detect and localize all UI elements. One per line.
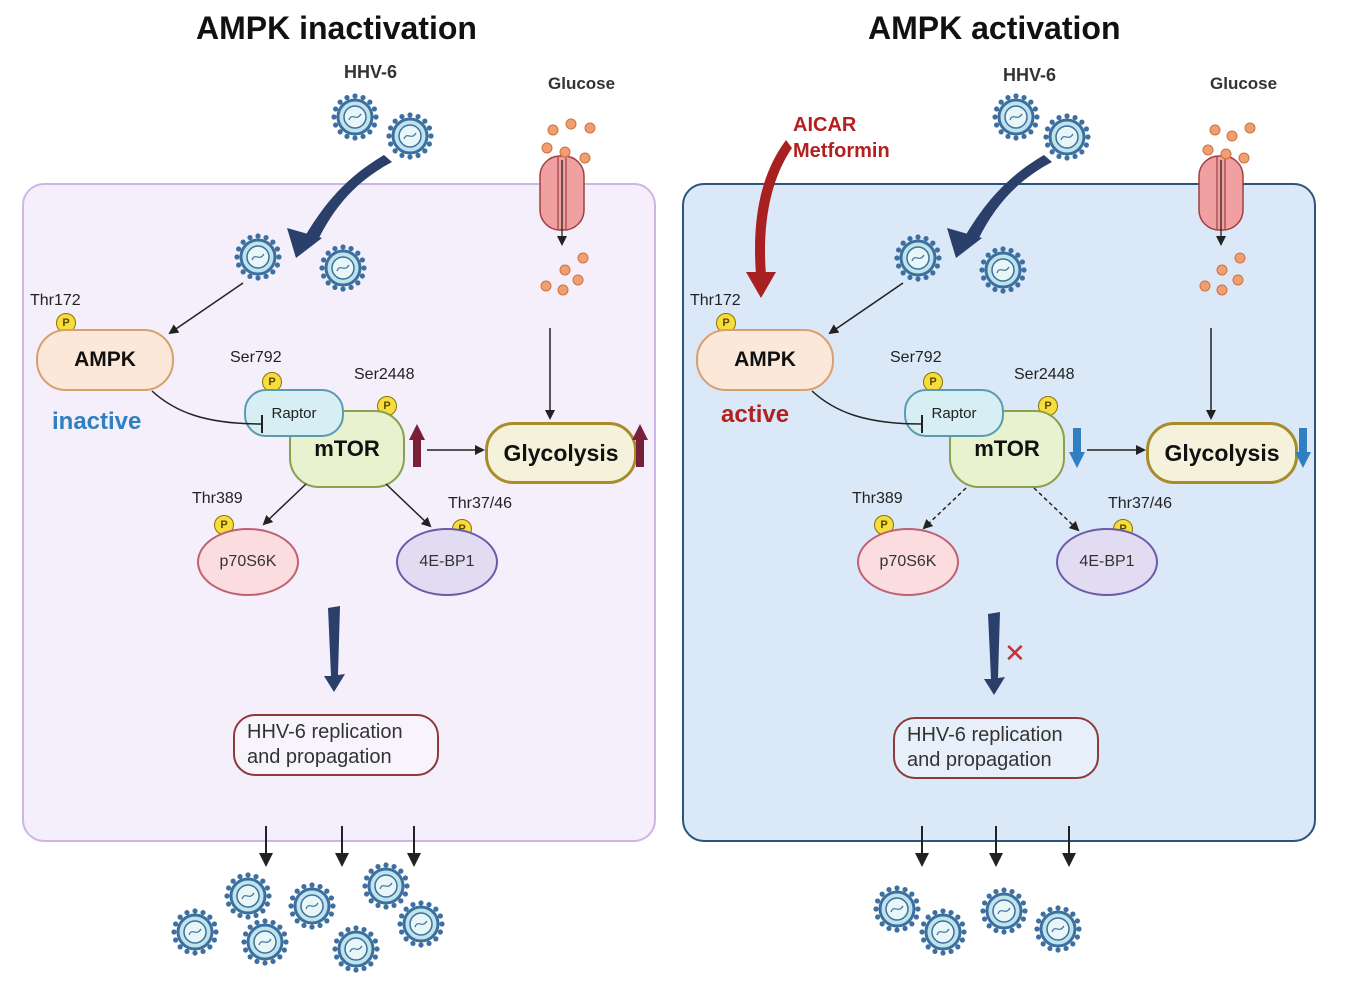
virus-icon bbox=[386, 112, 434, 160]
replication-box: HHV-6 replication and propagation bbox=[233, 714, 439, 776]
ser792-label-right: Ser792 bbox=[890, 349, 942, 366]
thr37-46-label: Thr37/46 bbox=[448, 495, 513, 512]
glucose-label-right: Glucose bbox=[1210, 74, 1278, 93]
virus-icon bbox=[362, 862, 410, 910]
virus-icon bbox=[873, 885, 921, 933]
mtor-to-p70s6k-dashed bbox=[922, 487, 967, 530]
virus-icon bbox=[992, 93, 1040, 141]
virus-icon bbox=[1043, 113, 1091, 161]
virus-icon bbox=[171, 908, 219, 956]
ampk-inhibit-mtor bbox=[151, 390, 263, 425]
mtor-up-arrow-shaft bbox=[413, 437, 421, 467]
glucose-label: Glucose bbox=[548, 74, 616, 93]
replication-line-1: HHV-6 replication bbox=[247, 721, 403, 743]
glycolysis-up-arrow-head bbox=[632, 424, 648, 440]
drug-metformin: Metformin bbox=[793, 140, 890, 162]
replication-line-2-right: and propagation bbox=[907, 749, 1052, 771]
ser2448-label-right: Ser2448 bbox=[1014, 366, 1075, 383]
virus-entry-arrow-head-right bbox=[947, 228, 982, 258]
p70s6k-node: p70S6K bbox=[197, 528, 299, 596]
glycolysis-node-right: Glycolysis bbox=[1146, 422, 1298, 484]
virus-icon bbox=[397, 900, 445, 948]
drug-aicar: AICAR bbox=[793, 114, 857, 136]
virus-to-ampk-arrow bbox=[168, 282, 244, 335]
ampk-state-active: active bbox=[721, 401, 790, 428]
ampk-state-inactive: inactive bbox=[52, 408, 142, 435]
virus-icon bbox=[332, 925, 380, 973]
p70s6k-node-right: p70S6K bbox=[857, 528, 959, 596]
ampk-node: AMPK bbox=[36, 329, 174, 391]
replication-down-arrow bbox=[324, 606, 345, 692]
virus-icon bbox=[224, 872, 272, 920]
raptor-node-right: Raptor bbox=[904, 389, 1004, 437]
virus-particles bbox=[171, 93, 1091, 973]
thr37-46-label-right: Thr37/46 bbox=[1108, 495, 1173, 512]
virus-icon bbox=[919, 908, 967, 956]
mtor-down-arrow-shaft bbox=[1073, 428, 1081, 454]
ser2448-label: Ser2448 bbox=[354, 366, 415, 383]
virus-to-ampk-arrow-right bbox=[828, 282, 904, 335]
virus-icon bbox=[331, 93, 379, 141]
mtor-down-arrow-head bbox=[1069, 452, 1085, 468]
virus-icon bbox=[894, 234, 942, 282]
thr172-label-right: Thr172 bbox=[690, 292, 741, 309]
virus-icon bbox=[1034, 905, 1082, 953]
glucose-molecules bbox=[540, 118, 596, 296]
title-activation: AMPK activation bbox=[868, 10, 1121, 46]
virus-icon bbox=[980, 887, 1028, 935]
mtor-up-arrow-head bbox=[409, 424, 425, 440]
thr389-label-right: Thr389 bbox=[852, 490, 903, 507]
raptor-node: Raptor bbox=[244, 389, 344, 437]
hhv6-label: HHV-6 bbox=[344, 62, 398, 82]
mtor-to-4ebp1-dashed bbox=[1033, 487, 1080, 532]
virus-entry-arrow-head bbox=[287, 228, 322, 258]
hhv6-label-right: HHV-6 bbox=[1003, 65, 1057, 85]
drug-activation-arrow-head bbox=[746, 272, 776, 298]
cell-right bbox=[682, 183, 1316, 842]
glycolysis-up-arrow-shaft bbox=[636, 437, 644, 467]
virus-icon bbox=[241, 918, 289, 966]
virus-icon bbox=[288, 882, 336, 930]
ser792-label: Ser792 bbox=[230, 349, 282, 366]
ampk-inhibit-mtor-right bbox=[811, 390, 923, 425]
virus-icon bbox=[979, 246, 1027, 294]
replication-box-right: HHV-6 replication and propagation bbox=[893, 717, 1099, 779]
glycolysis-down-arrow-shaft bbox=[1299, 428, 1307, 454]
4ebp1-node-right: 4E-BP1 bbox=[1056, 528, 1158, 596]
glycolysis-node: Glycolysis bbox=[485, 422, 637, 484]
glycolysis-down-arrow-head bbox=[1295, 452, 1311, 468]
virus-icon bbox=[234, 233, 282, 281]
mtor-to-p70s6k-arrow bbox=[262, 483, 307, 526]
drug-activation-arrow bbox=[755, 140, 792, 275]
virus-entry-arrow-right bbox=[960, 155, 1052, 245]
ampk-node-right: AMPK bbox=[696, 329, 834, 391]
virus-icon bbox=[319, 244, 367, 292]
thr389-label: Thr389 bbox=[192, 490, 243, 507]
block-mark: ✕ bbox=[1004, 638, 1026, 668]
glucose-molecules-right bbox=[1199, 122, 1256, 296]
virus-entry-arrow bbox=[300, 155, 392, 245]
thr172-label: Thr172 bbox=[30, 292, 81, 309]
replication-down-arrow-right bbox=[984, 612, 1005, 695]
4ebp1-node: 4E-BP1 bbox=[396, 528, 498, 596]
mtor-to-4ebp1-arrow bbox=[385, 483, 432, 528]
replication-line-2: and propagation bbox=[247, 746, 392, 768]
title-inactivation: AMPK inactivation bbox=[196, 10, 477, 46]
cell-left bbox=[22, 183, 656, 842]
replication-line-1-right: HHV-6 replication bbox=[907, 724, 1063, 746]
